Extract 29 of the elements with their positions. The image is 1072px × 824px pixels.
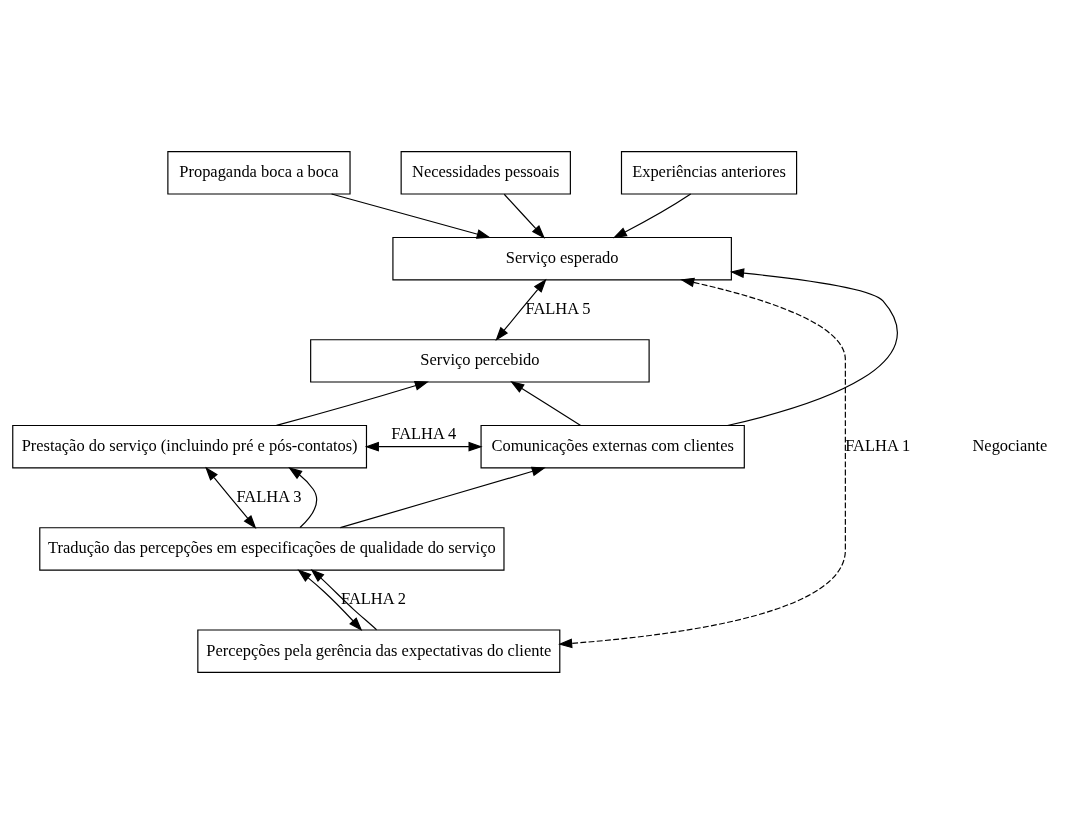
arrow [612,193,692,239]
edge-label: FALHA 1 [845,436,911,456]
edge-label: FALHA 4 [391,423,457,443]
label: Negociante [972,436,1048,456]
node-box: Tradução das percepções em especificações de qualidade do serviço [39,527,505,571]
arrow [495,278,547,341]
arrow [275,380,429,426]
node-box: Serviço esperado [392,236,732,281]
arrow [726,268,898,427]
node-box: Comunicações externas com clientes [480,424,745,469]
edge-label: FALHA 5 [525,299,591,319]
arrow [510,381,582,426]
node-box: Serviço percebido [310,339,650,383]
node-box: Necessidades pessoais [400,151,571,195]
arrow [339,466,546,529]
arrow [503,193,546,239]
arrow [297,569,363,631]
arrow [205,466,257,529]
arrow [364,441,483,452]
node-box: Propaganda boca a boca [167,151,351,195]
edge-label: FALHA 3 [236,487,302,507]
arrow [288,467,318,529]
node-box: Experiências anteriores [620,151,798,195]
node-box: Prestação do serviço (incluindo pré e pós-contatos) [12,424,368,469]
node-box: Percepções pela gerência das expectativas do cliente [197,629,561,673]
arrow [310,568,378,631]
arrow [331,193,491,239]
arrow [558,277,846,649]
edge-label: FALHA 2 [341,589,407,609]
